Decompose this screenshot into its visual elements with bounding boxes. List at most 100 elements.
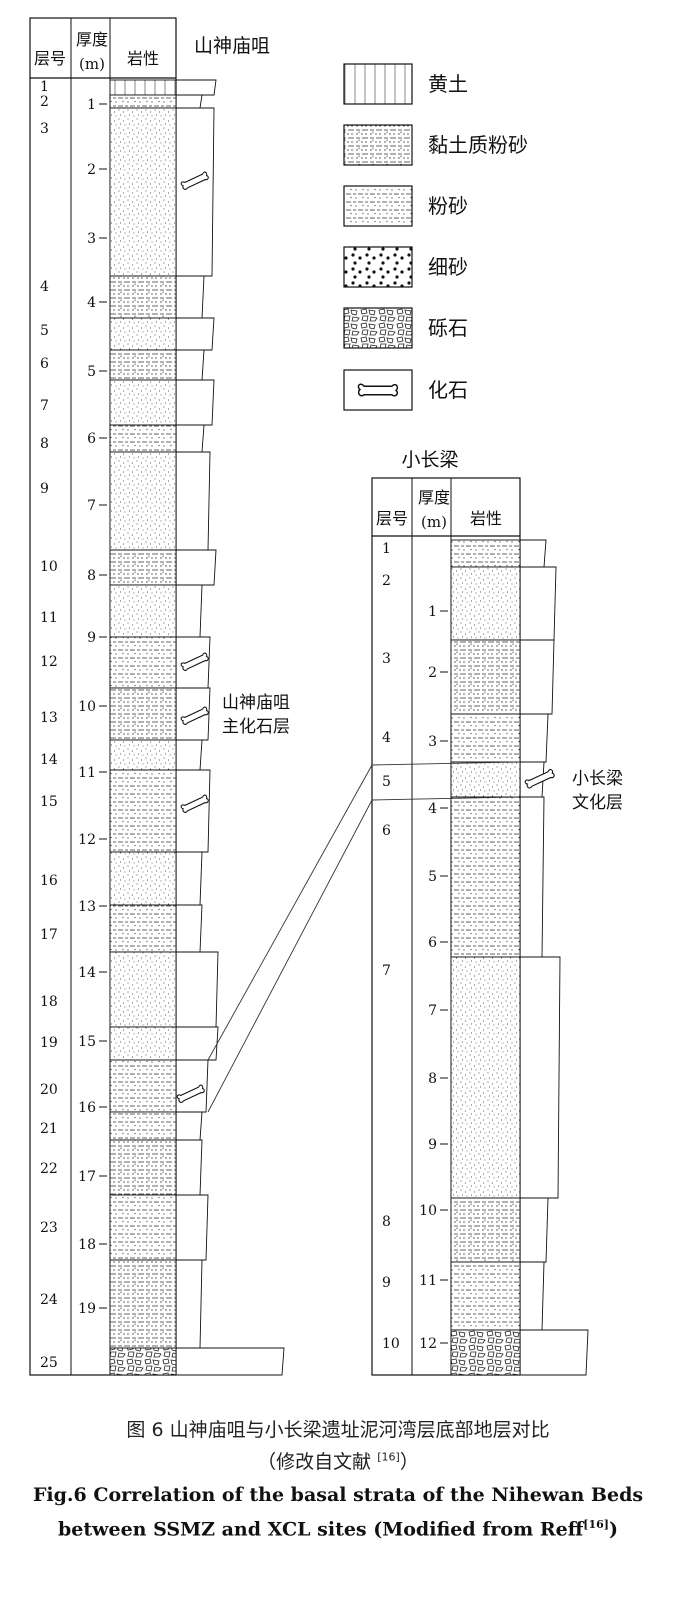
ssmz-layer-number: 17 (40, 927, 58, 943)
ssmz-layer-number: 2 (40, 94, 49, 110)
ssmz-depth-tick: 9 (87, 630, 96, 646)
ssmz-grain-profile-step (176, 275, 205, 319)
ssmz-grain-profile-step (176, 584, 203, 638)
ssmz-layer-number: 12 (40, 654, 58, 670)
legend-label: 细砂 (428, 255, 468, 279)
legend-label: 黄土 (428, 72, 468, 96)
stratigraphic-correlation-figure: 层号 厚度 (m) 岩性 山神庙咀 1234567891011121314151… (29, 17, 623, 1376)
ssmz-depth-tick: 4 (87, 295, 96, 311)
ssmz-grain-profile-step (176, 1194, 209, 1261)
ssmz-layer-number: 10 (40, 559, 58, 575)
xcl-layer-number: 1 (382, 541, 391, 557)
xcl-depth-tick: 10 (419, 1203, 437, 1219)
xcl-grain-profile-step (520, 566, 557, 641)
xcl-depth-tick: 12 (419, 1336, 437, 1352)
fossil-icon (179, 170, 210, 191)
ssmz-bed (109, 769, 177, 853)
xcl-bed (450, 713, 521, 763)
ssmz-depth-tick: 3 (87, 231, 96, 247)
xcl-layer-number: 2 (382, 573, 391, 589)
xcl-grain-profile-step (520, 639, 555, 715)
ssmz-grain-profile-step (176, 1026, 219, 1061)
ssmz-bed (109, 549, 177, 586)
ssmz-grain-profile-step (176, 79, 217, 96)
fossil-icon (179, 705, 210, 726)
ssmz-depth-tick: 10 (78, 699, 96, 715)
ssmz-depth-tick: 14 (78, 965, 96, 981)
ssmz-depth-tick: 18 (78, 1237, 96, 1253)
ssmz-grain-profile-step (176, 1259, 203, 1349)
legend-swatch-fine-sand (343, 246, 413, 288)
ssmz-layer-number: 21 (40, 1121, 58, 1137)
ssmz-bed (109, 1139, 177, 1196)
xcl-layer-number: 5 (382, 774, 391, 790)
ssmz-grain-profile-step (176, 94, 203, 109)
ssmz-bed (109, 1059, 177, 1113)
ssmz-grain-profile-step (176, 451, 211, 551)
ssmz-layer-number: 22 (40, 1161, 58, 1177)
xcl-bed (450, 566, 521, 641)
xcl-layer-number: 9 (382, 1275, 391, 1291)
xcl-header-thickness: 厚度 (418, 488, 450, 507)
xcl-depth-tick: 3 (428, 734, 437, 750)
ssmz-layer-number: 7 (40, 398, 49, 414)
xcl-layer-number: 8 (382, 1214, 391, 1230)
ssmz-layer-number: 13 (40, 710, 58, 726)
legend-swatch-gravel (343, 307, 413, 349)
xcl-bed (450, 956, 521, 1199)
ssmz-bed (109, 379, 177, 426)
ssmz-depth-tick: 2 (87, 162, 96, 178)
xcl-depth-tick: 11 (419, 1273, 437, 1289)
ssmz-layer-number: 4 (40, 279, 49, 295)
ssmz-depth-tick: 6 (87, 431, 96, 447)
ssmz-grain-profile-step (176, 1139, 203, 1196)
legend-swatch-loess (343, 63, 413, 105)
ssmz-layer-number: 16 (40, 873, 58, 889)
xcl-grain-profile-step (520, 796, 545, 958)
ssmz-bed (109, 349, 177, 381)
ssmz-grain-profile-step (176, 739, 203, 771)
xcl-bed (450, 796, 521, 958)
ssmz-layer-number: 24 (40, 1292, 58, 1308)
fossil-icon (179, 793, 210, 814)
correlation-line-bottom (207, 799, 373, 1113)
ssmz-depth-tick: 11 (78, 765, 96, 781)
ssmz-layer-number: 15 (40, 794, 58, 810)
ssmz-grain-profile-step (176, 1111, 203, 1141)
ssmz-header-lithology: 岩性 (127, 49, 159, 68)
legend-label: 黏土质粉砂 (428, 133, 528, 157)
ssmz-bed (109, 1194, 177, 1261)
xcl-bed (450, 1261, 521, 1331)
xcl-depth-tick: 8 (428, 1071, 437, 1087)
ssmz-bed (109, 275, 177, 319)
ssmz-bed (109, 94, 177, 109)
ssmz-layer-number: 6 (40, 356, 49, 372)
ssmz-grain-profile-step (176, 549, 217, 586)
xcl-bed (450, 539, 521, 568)
xcl-bed (450, 1329, 521, 1376)
xcl-bed (450, 761, 521, 798)
caption-en-line1: Fig.6 Correlation of the basal strata of… (32, 1484, 644, 1506)
ssmz-bed (109, 1259, 177, 1349)
xcl-annotation-line1: 小长梁 (572, 769, 623, 789)
ssmz-grain-profile-step (176, 349, 205, 381)
legend-swatch-silt (343, 185, 413, 227)
ssmz-layer-number: 19 (40, 1035, 58, 1051)
ssmz-depth-tick: 19 (78, 1301, 96, 1317)
ssmz-grain-profile-step (176, 1059, 209, 1113)
ssmz-depth-tick: 7 (87, 498, 96, 514)
legend-label: 粉砂 (428, 194, 468, 218)
ssmz-grain-profile-step (176, 851, 203, 906)
ssmz-bed (109, 317, 177, 351)
ssmz-bed (109, 851, 177, 906)
ssmz-bed (109, 107, 177, 277)
xcl-bed (450, 639, 521, 715)
ssmz-bed (109, 951, 177, 1028)
ssmz-bed (109, 1026, 177, 1061)
ssmz-layer-number: 23 (40, 1220, 58, 1236)
caption-cn-line1: 图 6 山神庙咀与小长梁遗址泥河湾层底部地层对比 (126, 1419, 550, 1441)
ssmz-grain-profile-step (176, 379, 215, 426)
ssmz-layer-number: 9 (40, 481, 49, 497)
ssmz-grain-profile-step (176, 951, 219, 1028)
